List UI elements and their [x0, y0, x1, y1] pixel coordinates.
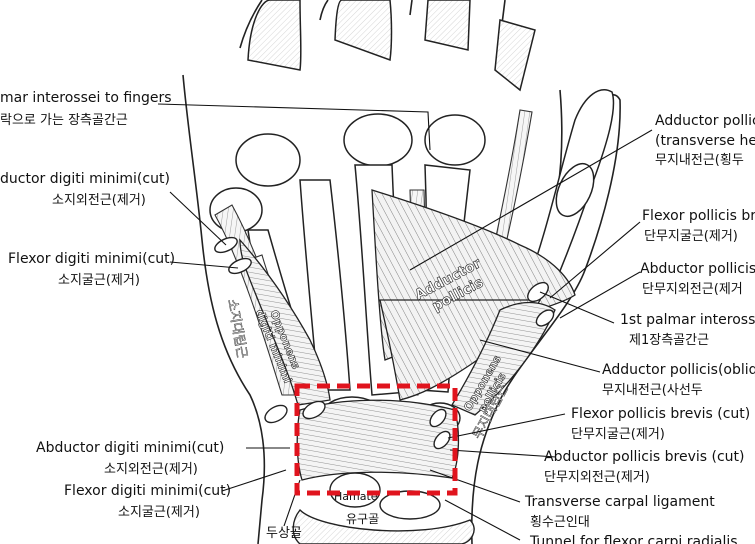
label-adductor-pollicis-transverse-en: Adductor pollic: [655, 113, 755, 129]
hypothenar-ko-text: 소지대립근: [224, 298, 249, 360]
label-flexor-digiti-minimi-bottom-en: Flexor digiti minimi(cut): [64, 483, 232, 499]
label-first-palmar-interossei-ko: 제1장측골간근: [629, 333, 710, 348]
label-flexor-pollicis-brevis-top-ko: 단무지굴근(제거): [644, 229, 738, 244]
label-adductor-pollicis-transverse-ko: 무지내전근(횡두: [655, 153, 744, 168]
label-flexor-digiti-minimi-en: Flexor digiti minimi(cut): [8, 251, 176, 267]
opponens-digiti-minimi-muscle: [239, 238, 331, 406]
leader-lines: [157, 103, 653, 541]
label-abductor-pollicis-top-en: Abductor pollicis: [640, 261, 755, 277]
label-flexor-pollicis-brevis-bottom-ko: 단무지굴근(제거): [571, 427, 665, 442]
label-transverse-carpal-ligament-en: Transverse carpal ligament: [525, 494, 715, 510]
opponens-pollicis-muscle: [451, 301, 556, 416]
label-adductor-pollicis-oblique-en: Adductor pollicis(obliqu: [602, 362, 755, 378]
label-flexor-digiti-minimi-bottom-ko: 소지굴근(제거): [118, 505, 200, 520]
label-first-palmar-interossei-en: 1st palmar interosse: [620, 312, 755, 328]
cut-muscle-stumps: [214, 236, 555, 450]
label-adductor-pollicis-oblique-ko: 무지내전근(사선두: [602, 383, 703, 398]
label-adductor-digiti-minimi-ko: 소지외전근(제거): [52, 193, 146, 208]
label-adductor-pollicis-transverse-en2: (transverse hea: [655, 133, 755, 149]
hamate-text: Hamate: [334, 490, 378, 503]
label-palmar-interossei-en: mar interossei to fingers: [0, 90, 172, 106]
label-transverse-carpal-ligament-ko: 횡수근인대: [530, 515, 590, 530]
label-abductor-pollicis-brevis-bottom-en: Abductor pollicis brevis (cut): [544, 449, 745, 465]
label-abductor-pollicis-brevis-bottom-ko: 단무지외전근(제거): [544, 470, 650, 485]
highlight-box: [294, 383, 458, 496]
label-abductor-digiti-minimi-en: Abductor digiti minimi(cut): [36, 440, 225, 456]
label-adductor-digiti-minimi-en: ductor digiti minimi(cut): [0, 171, 170, 187]
label-tunnel-fcr-en: Tunnel for flexor carpi radialis: [530, 534, 738, 544]
hamate-ko-text: 유구골: [346, 512, 379, 526]
label-pisiform-ko: 두상골: [266, 526, 302, 541]
label-flexor-pollicis-brevis-top-en: Flexor pollicis brev: [642, 208, 755, 224]
label-flexor-pollicis-brevis-bottom-en: Flexor pollicis brevis (cut): [571, 406, 751, 422]
label-palmar-interossei-ko: 락으로 가는 장측골간근: [0, 113, 128, 128]
label-abductor-digiti-minimi-ko: 소지외전근(제거): [104, 462, 198, 477]
label-flexor-digiti-minimi-ko: 소지굴근(제거): [58, 273, 140, 288]
label-abductor-pollicis-top-ko: 단무지외전근(제거: [642, 282, 743, 297]
